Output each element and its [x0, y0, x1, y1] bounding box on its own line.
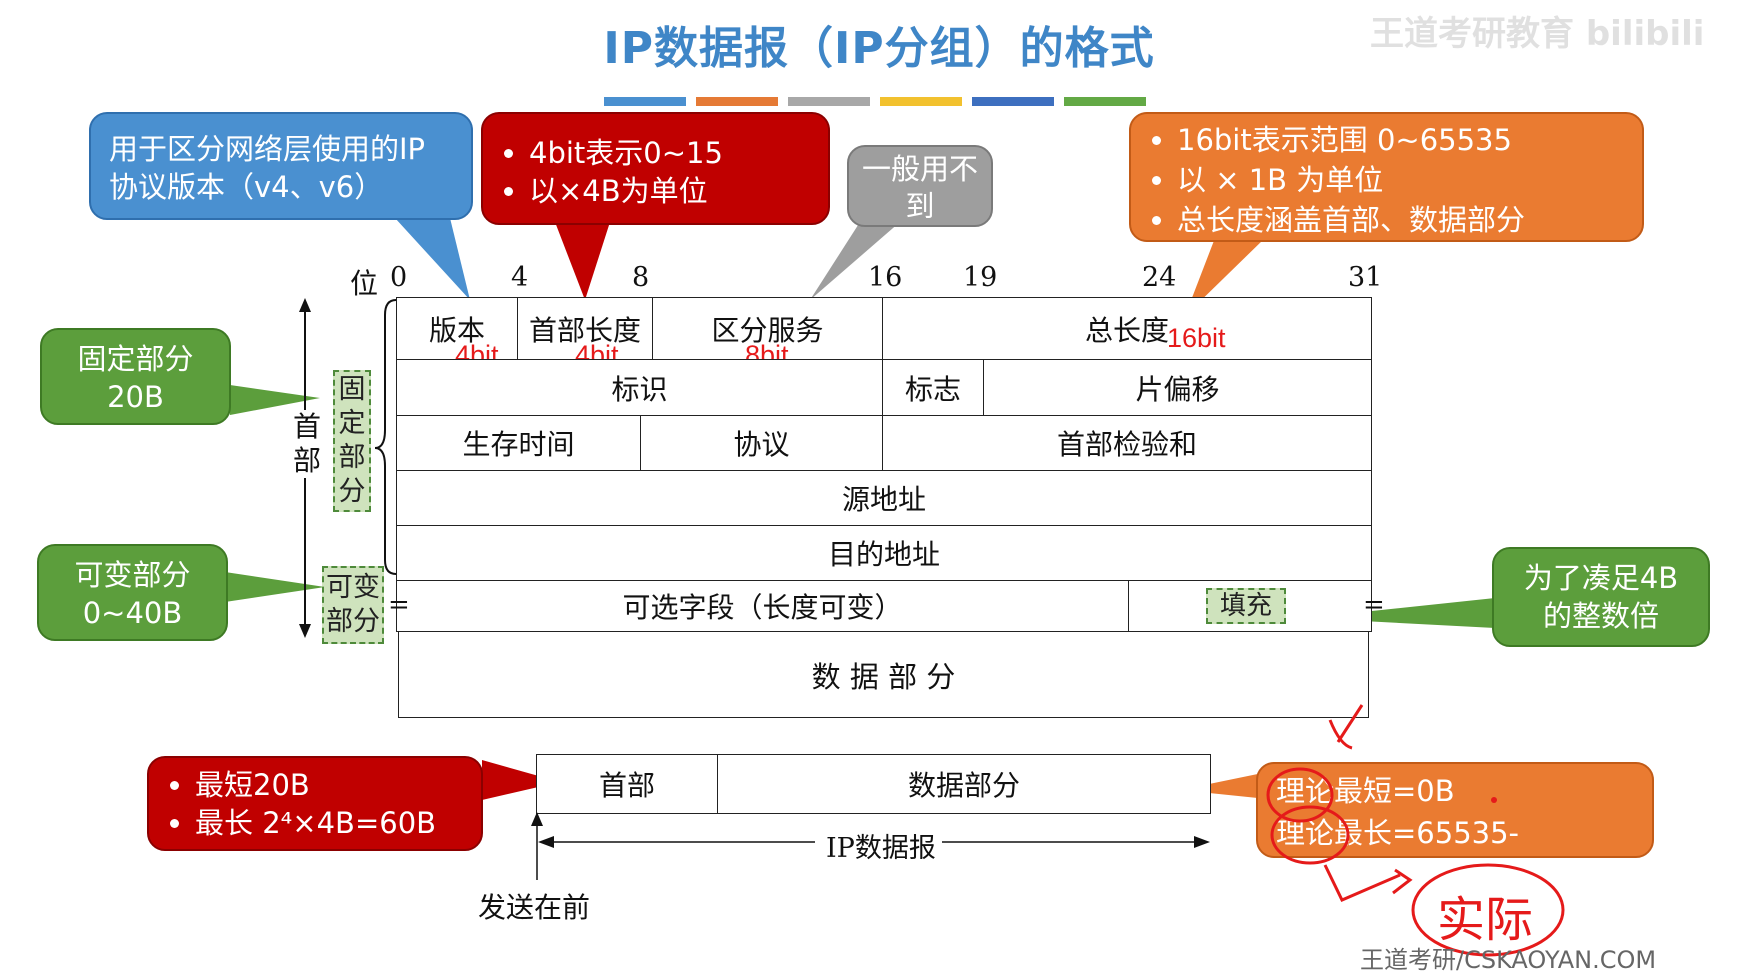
datagram-label: IP数据报 — [820, 826, 942, 865]
bottom-data: 数据部分 — [717, 754, 1211, 814]
header-size-callout: 最短20B 最长 2⁴×4B=60B — [147, 756, 483, 851]
bit-31: 31 — [1348, 262, 1383, 293]
field-protocol-label: 协议 — [733, 428, 790, 461]
bit-4: 4 — [511, 262, 529, 293]
color-bar-segment-1 — [604, 97, 686, 106]
field-destination-address-label: 目的地址 — [827, 538, 940, 571]
color-bar-segment-6 — [1064, 97, 1146, 106]
field-checksum-label: 首部检验和 — [1056, 428, 1197, 461]
field-ttl-label: 生存时间 — [462, 428, 575, 461]
total-length-bits: 16bit — [1167, 323, 1226, 353]
bit-24: 24 — [1142, 262, 1177, 293]
bit-19: 19 — [963, 262, 998, 293]
field-source-address-label: 源地址 — [841, 483, 926, 516]
field-ttl: 生存时间 — [396, 415, 641, 471]
tos-callout: 一般用不到 — [847, 145, 993, 227]
options-right-mark: = — [1363, 590, 1385, 620]
field-checksum: 首部检验和 — [882, 415, 1372, 471]
bottom-header-label: 首部 — [598, 769, 655, 802]
page-title: IP数据报（IP分组）的格式 — [603, 23, 1155, 74]
variable-part-size: 0~40B — [82, 596, 183, 630]
fixed-part-size: 20B — [107, 380, 164, 414]
variable-part-callout: 可变部分 0~40B — [37, 544, 228, 641]
field-total-length-label: 总长度 — [1084, 313, 1169, 347]
padding-callout-line-2: 的整数倍 — [1542, 599, 1659, 633]
side-header-label: 首部 — [292, 410, 322, 478]
version-callout: 用于区分网络层使用的IP协议版本（v4、v6） — [89, 112, 473, 220]
field-options-label: 可选字段（长度可变） — [622, 591, 903, 624]
send-first-label: 发送在前 — [478, 891, 591, 924]
field-version-label: 版本 — [428, 313, 485, 347]
bit-8: 8 — [632, 262, 650, 293]
padding-callout-line-1: 为了凑足4B — [1523, 561, 1679, 595]
bottom-header: 首部 — [536, 754, 718, 814]
bottom-data-label: 数据部分 — [907, 769, 1020, 802]
side-variable-line-2: 部分 — [326, 606, 380, 637]
variable-part-label: 可变部分 — [74, 558, 191, 592]
tos-callout-text: 一般用不到 — [861, 152, 978, 223]
total-length-item-3: 总长度涵盖首部、数据部分 — [1177, 200, 1642, 240]
options-left-mark: = — [388, 590, 410, 620]
field-flags: 标志 — [882, 359, 984, 416]
padding-label: 填充 — [1206, 588, 1286, 624]
bottom-watermark: 王道考研/CSKAOYAN.COM — [1360, 946, 1657, 974]
data-size-max: 理论最长=65535-20=65515B — [1276, 816, 1520, 892]
header-size-min: 最短20B — [195, 766, 481, 804]
side-variable-part: 可变 部分 — [322, 566, 384, 644]
total-length-callout: 16bit表示范围 0~65535 以 × 1B 为单位 总长度涵盖首部、数据部… — [1129, 112, 1644, 242]
field-data: 数 据 部 分 — [398, 631, 1369, 718]
color-bar-segment-3 — [788, 97, 870, 106]
header-length-callout: 4bit表示0~15 以×4B为单位 — [481, 112, 830, 225]
side-variable-line-1: 可变 — [326, 572, 380, 603]
header-size-max: 最长 2⁴×4B=60B — [195, 804, 481, 842]
field-data-label: 数 据 部 分 — [811, 659, 956, 694]
version-callout-text: 用于区分网络层使用的IP协议版本（v4、v6） — [109, 132, 426, 204]
color-bar-segment-4 — [880, 97, 962, 106]
title-color-bar — [604, 97, 1146, 106]
bit-label: 位 — [350, 267, 379, 300]
bit-0: 0 — [390, 262, 408, 293]
field-identification-label: 标识 — [611, 372, 668, 406]
field-destination-address: 目的地址 — [396, 525, 1372, 581]
bit-16: 16 — [868, 262, 903, 293]
padding-callout: 为了凑足4B 的整数倍 — [1492, 547, 1710, 647]
handwritten-note: 实际 — [1437, 892, 1534, 948]
color-bar-segment-2 — [696, 97, 778, 106]
total-length-item-1: 16bit表示范围 0~65535 — [1177, 120, 1642, 160]
data-size-min: 理论最短=0B — [1276, 774, 1455, 808]
watermark: 王道考研教育 bilibili — [1370, 14, 1705, 54]
header-length-item-2: 以×4B为单位 — [529, 172, 828, 210]
field-header-length-label: 首部长度 — [528, 313, 641, 347]
color-bar-segment-5 — [972, 97, 1054, 106]
field-fragment-offset-label: 片偏移 — [1135, 372, 1220, 406]
fixed-part-label: 固定部分 — [77, 342, 194, 376]
field-total-length: 总长度 — [882, 297, 1372, 360]
side-fixed-part: 固定部分 — [333, 370, 371, 512]
field-source-address: 源地址 — [396, 470, 1372, 526]
field-tos: 区分服务 — [652, 297, 883, 360]
header-length-item-1: 4bit表示0~15 — [529, 134, 828, 172]
field-flags-label: 标志 — [904, 372, 961, 406]
fixed-part-callout: 固定部分 20B — [40, 328, 231, 425]
total-length-item-2: 以 × 1B 为单位 — [1177, 160, 1642, 200]
field-tos-label: 区分服务 — [711, 313, 824, 347]
field-protocol: 协议 — [640, 415, 883, 471]
